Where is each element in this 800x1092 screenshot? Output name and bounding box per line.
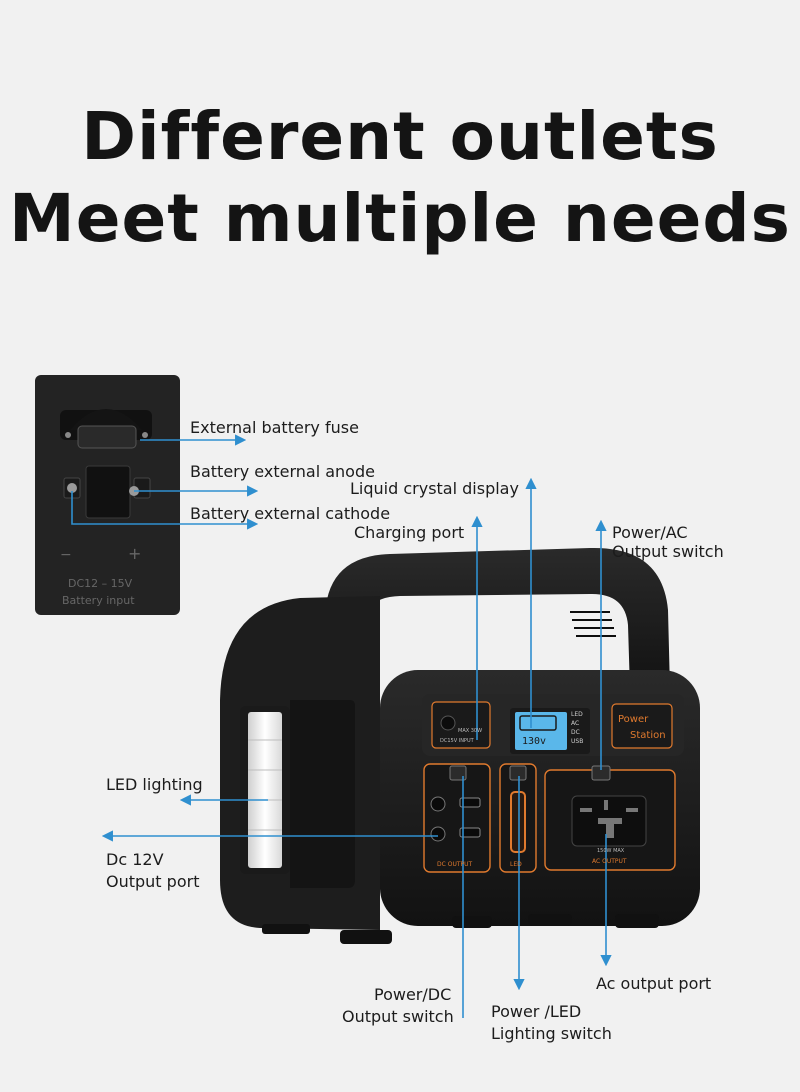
lcd-item-led: LED (571, 711, 583, 718)
callout-power-led-2: Lighting switch (491, 1024, 612, 1043)
callout-ac-output: Ac output port (596, 974, 712, 993)
anode-terminal (67, 483, 77, 493)
charging-port-panel (431, 701, 491, 749)
lcd-item-dc: DC (571, 729, 580, 736)
usb-port-1 (459, 797, 481, 808)
callout-power-led-1: Power /LED (491, 1002, 582, 1021)
ac-max-label: 150W MAX (597, 848, 625, 854)
led-power-switch[interactable] (509, 765, 527, 781)
power-station-label-2: Station (630, 730, 666, 741)
lcd-item-usb: USB (571, 738, 584, 745)
callout-lcd: Liquid crystal display (350, 479, 519, 498)
lcd-screen (515, 712, 567, 750)
led-indicator (510, 791, 526, 853)
callout-charging: Charging port (354, 523, 465, 542)
callout-power-dc-2: Output switch (342, 1007, 454, 1026)
callout-led-lighting: LED lighting (106, 775, 203, 794)
power-station-button[interactable] (611, 703, 673, 749)
power-station-label-1: Power (618, 714, 649, 725)
callout-power-ac-2: Output switch (612, 542, 724, 561)
input-label: DC15V INPUT (440, 738, 474, 744)
callout-cathode: Battery external cathode (190, 504, 391, 523)
inset-input-label: Battery input (62, 594, 135, 607)
input-max-label: MAX 30W (458, 728, 483, 734)
inset-plus-label: + (128, 544, 142, 563)
dc-output-label: DC OUTPUT (437, 861, 473, 868)
lcd-value: 130v (522, 736, 547, 747)
callout-dc12-1: Dc 12V (106, 850, 164, 869)
dc-port-1 (430, 796, 446, 812)
callout-power-ac-1: Power/AC (612, 523, 688, 542)
headline-line-2: Meet multiple needs (9, 180, 791, 257)
fuse-holder (77, 425, 137, 449)
inset-minus-label: − (60, 547, 72, 563)
lcd-item-ac: AC (571, 720, 580, 727)
battery-input-inset (35, 375, 180, 615)
callout-lines (71, 434, 612, 1018)
ac-output-label: AC OUTPUT (592, 858, 627, 865)
inset-voltage-label: DC12 – 15V (68, 577, 133, 590)
carry-handle (325, 547, 670, 690)
dc-output-panel (423, 763, 491, 873)
dc-port-2 (430, 826, 446, 842)
led-label: LED (510, 861, 522, 868)
callout-power-dc-1: Power/DC (374, 985, 452, 1004)
dc-power-switch[interactable] (449, 765, 467, 781)
callout-fuse: External battery fuse (190, 418, 359, 437)
callout-dc12-2: Output port (106, 872, 200, 891)
led-light-panel (248, 712, 282, 868)
power-station (220, 547, 700, 944)
charging-port (440, 715, 456, 731)
headline-line-1: Different outlets (81, 98, 719, 175)
callout-anode: Battery external anode (190, 462, 375, 481)
usb-port-2 (459, 827, 481, 838)
